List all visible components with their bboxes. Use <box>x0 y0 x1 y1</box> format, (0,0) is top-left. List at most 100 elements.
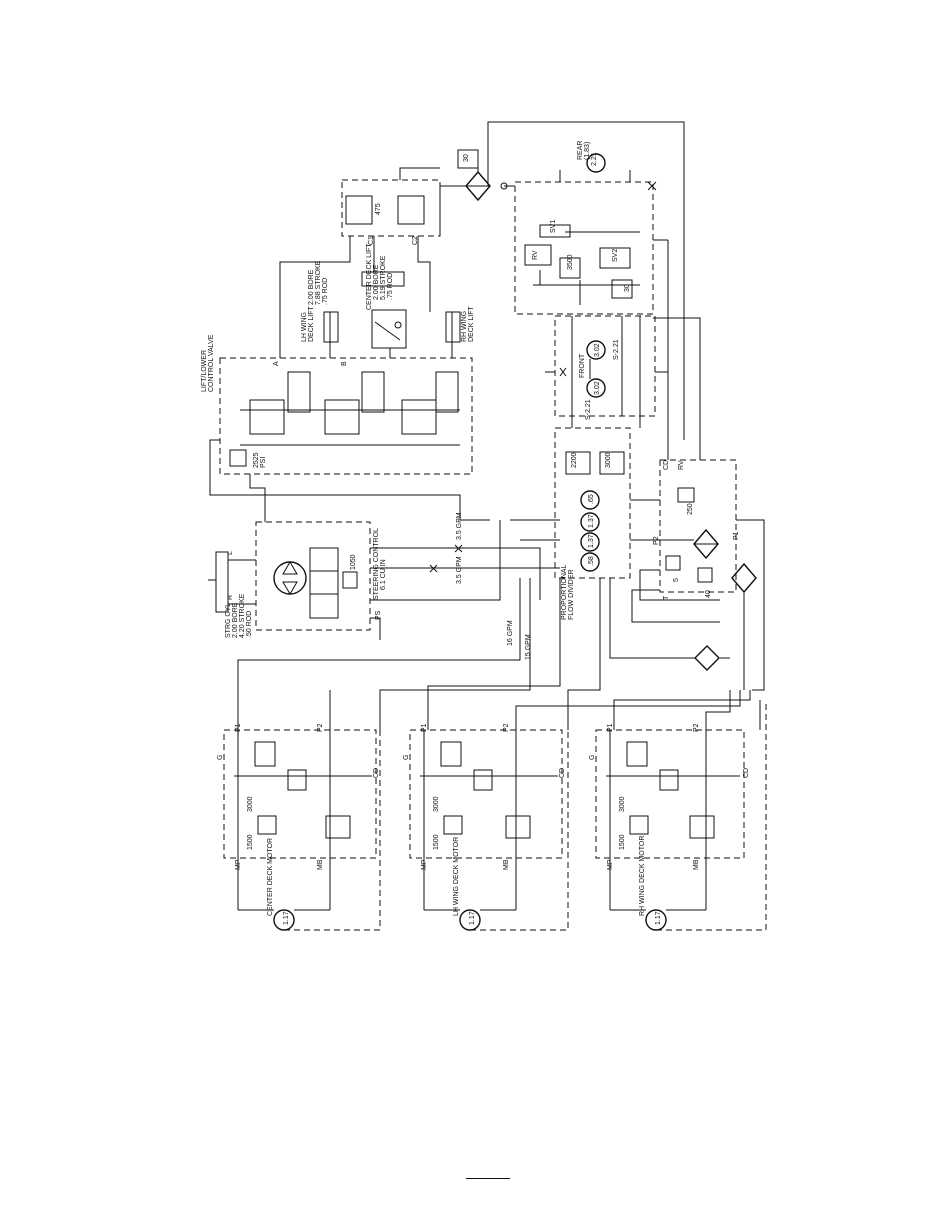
charge-port-p1: P1 <box>733 531 740 540</box>
strg-bore-label: 2.00 BORE <box>232 602 239 638</box>
cyl-stroke-lh: 7.88 STROKE <box>315 260 322 305</box>
center-port-cd: CD <box>373 768 380 778</box>
flow-3-5-gpm-bottom: 3.5 GPM <box>456 556 463 584</box>
flow-divider-label: FLOW DIVIDER <box>568 569 575 620</box>
proportional-flow-divider: .58 1.37 1.37 .65 2200 3000 PROPORTIONAL… <box>554 427 631 620</box>
steering-port-r: R <box>227 595 234 600</box>
port-c2: C2 <box>412 236 419 245</box>
lh-port-g: G <box>403 755 410 760</box>
strg-cyl-label: STRG CYL <box>225 603 232 638</box>
lh-port-mp: MP <box>421 859 428 870</box>
sv2-label: SV2 <box>612 249 619 262</box>
traction-manifold: 2.21 REAR (1.83) SV1 SV2 RV 3500 30 <box>514 141 654 315</box>
port-c1: C1 <box>368 236 375 245</box>
rh-port-g: G <box>589 755 596 760</box>
lh-port-p2: P2 <box>503 723 510 732</box>
relief-30: 30 <box>624 284 631 292</box>
steering-port-ps: PS <box>375 610 382 620</box>
strg-stroke-label: 4.20 STROKE <box>239 593 246 638</box>
relief-3000: 3000 <box>605 452 612 468</box>
relief-1050: 1050 <box>350 554 357 570</box>
center-port-mb: MB <box>317 859 324 870</box>
lh-wing-label: LH WING <box>301 312 308 342</box>
rh-motor-disp: 1.17 <box>655 911 662 925</box>
lh-port-cd: CD <box>559 768 566 778</box>
flow-3-5-gpm-top: 3.5 GPM <box>456 512 463 540</box>
rh-relief-1500: 1500 <box>619 834 626 850</box>
rh-port-mb: MB <box>693 859 700 870</box>
cyl-stroke-center: 5.19 STROKE <box>380 255 387 300</box>
center-relief-3000: 3000 <box>247 796 254 812</box>
pump-137-a: 1.37 <box>588 534 595 548</box>
cyl-rod-lh: .75 ROD <box>322 278 329 305</box>
charge-port-cd: CD <box>663 460 670 470</box>
charge-port-p2: P2 <box>653 536 660 545</box>
rh-port-cd: CD <box>743 768 750 778</box>
lh-motor-disp: 1.17 <box>469 911 476 925</box>
relief-5: 5 <box>673 578 680 582</box>
steering-port-l: L <box>227 551 234 555</box>
front-disp-2: 3.02 <box>594 381 601 395</box>
rear-unit: (1.83) <box>584 142 591 160</box>
pump-065: .65 <box>588 494 595 504</box>
rh-wing-deck-motor-label: RH WING DECK MOTOR <box>639 836 646 916</box>
rh-wing-label: RH WING <box>461 311 468 342</box>
return-filter: 30 <box>457 149 508 202</box>
hydraulic-lines <box>209 121 765 730</box>
center-port-mp: MP <box>235 859 242 870</box>
front-label: FRONT <box>579 353 586 378</box>
sv1-label: SV1 <box>550 220 557 233</box>
rh-wing-lift-cylinder: RH WING DECK LIFT <box>445 305 475 343</box>
charge-port-rv: RV <box>678 460 685 470</box>
flow-16-gpm: 16 GPM <box>507 620 514 646</box>
center-relief-1500: 1500 <box>247 834 254 850</box>
relief-475: 475 <box>375 203 382 215</box>
center-deck-lift-cylinder: 2.00 BORE 5.19 STROKE .75 ROD CENTER DEC… <box>361 243 407 349</box>
steering-control-label: STEERING CONTROL <box>373 528 380 600</box>
cyl-bore-lh: 2.00 BORE <box>308 269 315 305</box>
pump-058: .58 <box>588 556 595 566</box>
cyl-rod-center: .75 ROD <box>387 273 394 300</box>
steering-cylinder: STRG CYL 2.00 BORE 4.20 STROKE .50 ROD <box>208 551 253 638</box>
center-port-p1: P1 <box>235 723 242 732</box>
lift-lower-control-valve: LIFT/LOWER CONTROL VALVE 2525 PSI A B <box>201 334 473 475</box>
rh-port-mp: MP <box>607 859 614 870</box>
cyl-bore-center: 2.00 BORE <box>373 264 380 300</box>
front-side-2: S-2.21 <box>585 399 592 420</box>
steering-disp-label: 6.1 CU IN <box>380 559 387 590</box>
center-deck-lift-label: CENTER DECK LIFT <box>366 243 373 310</box>
rh-relief-3000: 3000 <box>619 796 626 812</box>
lh-relief-3000: 3000 <box>433 796 440 812</box>
lh-wing-lift-cylinder: LH WING DECK LIFT 2.00 BORE 7.88 STROKE … <box>301 260 339 343</box>
pump-137-b: 1.37 <box>588 514 595 528</box>
lh-wing-deck-motor-circuit: 1.17 LH WING DECK MOTOR 3000 1500 P1 P2 … <box>403 690 569 931</box>
rear-motor-disp: 2.21 <box>591 152 598 166</box>
lh-deck-lift-label: DECK LIFT <box>308 305 315 342</box>
center-port-g: G <box>217 755 224 760</box>
relief-3500: 3500 <box>567 254 574 270</box>
relief-psi-filter: 30 <box>463 154 470 162</box>
lift-port-b: B <box>341 361 348 366</box>
rv-label: RV <box>532 250 539 260</box>
rh-port-p2: P2 <box>693 723 700 732</box>
lh-port-p1: P1 <box>421 723 428 732</box>
front-traction-motors: FRONT 3.02 3.02 S-2.21 S-2.21 <box>554 315 656 420</box>
charge-port-t: T <box>663 595 670 600</box>
lift-manifold-top: 475 C1 C2 <box>341 179 441 245</box>
prop-label: PROPORTIONAL <box>561 564 568 620</box>
case-drain-filter <box>694 645 720 671</box>
relief-2525-psi: PSI <box>260 457 267 468</box>
relief-2525: 2525 <box>253 452 260 468</box>
center-motor-disp: 1.17 <box>283 911 290 925</box>
rear-label: REAR <box>577 141 584 160</box>
lift-lower-label: LIFT/LOWER <box>201 350 208 392</box>
front-disp-1: 3.02 <box>594 343 601 357</box>
strg-rod-label: .50 ROD <box>246 611 253 638</box>
rh-port-p1: P1 <box>607 723 614 732</box>
lh-wing-deck-motor-label: LH WING DECK MOTOR <box>453 837 460 916</box>
center-port-p2: P2 <box>317 723 324 732</box>
relief-40: 40 <box>705 590 712 598</box>
relief-250: 250 <box>687 503 694 515</box>
lift-port-a: A <box>273 361 280 366</box>
